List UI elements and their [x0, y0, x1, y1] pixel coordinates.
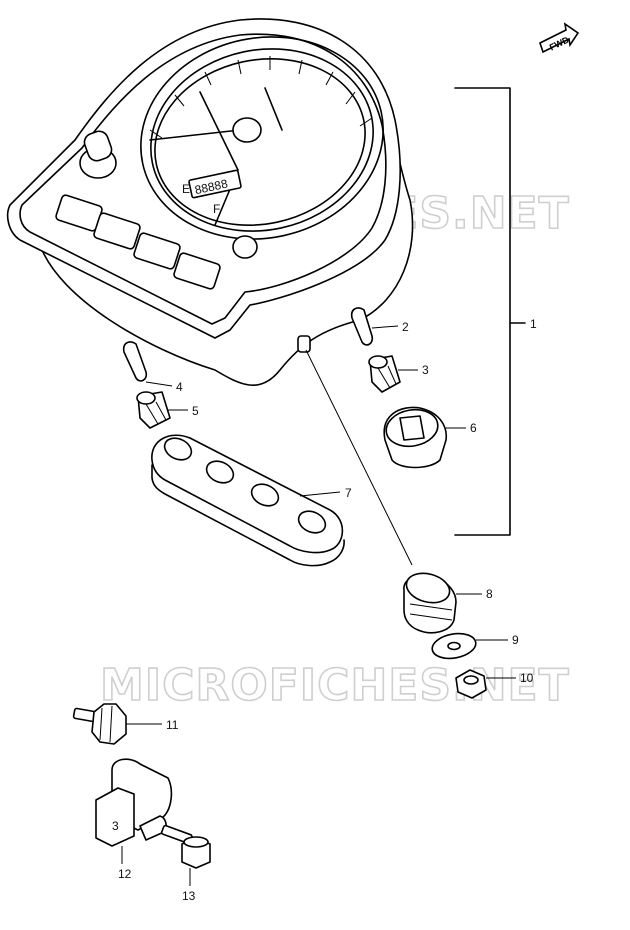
gauge-full-label: F: [213, 202, 220, 216]
callout-11: 11: [166, 718, 179, 732]
connector-icon: 3: [95, 758, 173, 847]
meter-assembly: 88888 E F: [6, 18, 414, 386]
bolt-icon: [160, 824, 211, 869]
callout-13: 13: [182, 889, 196, 903]
gauge-empty-label: E: [182, 182, 190, 196]
callout-5: 5: [192, 404, 199, 418]
callout-10: 10: [520, 671, 534, 685]
callout-6: 6: [470, 421, 477, 435]
svg-text:3: 3: [112, 819, 119, 833]
fwd-arrow-icon: FWD: [539, 22, 580, 54]
trip-knob-icon: [79, 130, 117, 179]
callout-7: 7: [345, 486, 352, 500]
odometer-readout: 88888: [193, 176, 229, 197]
watermark-bottom: MICROFICHES.NET: [100, 660, 570, 711]
washer-icon: [431, 632, 477, 660]
nut-icon: [455, 669, 487, 699]
callout-9: 9: [512, 633, 519, 647]
callout-12: 12: [118, 867, 132, 881]
callout-1: 1: [530, 317, 537, 331]
callout-3: 3: [422, 363, 429, 377]
bulb-socket-icon: [136, 391, 171, 429]
assembly-bracket: [454, 87, 511, 536]
bulb-icon: [122, 341, 148, 382]
bulb-socket-icon: [368, 355, 401, 393]
screw-icon: [72, 703, 127, 745]
grommet-icon: [383, 406, 447, 469]
callout-8: 8: [486, 587, 493, 601]
damper-icon: [403, 572, 457, 634]
callout-2: 2: [402, 320, 409, 334]
callout-4: 4: [176, 380, 183, 394]
rubber-plate-icon: [151, 434, 345, 567]
bulb-icon: [350, 307, 374, 346]
